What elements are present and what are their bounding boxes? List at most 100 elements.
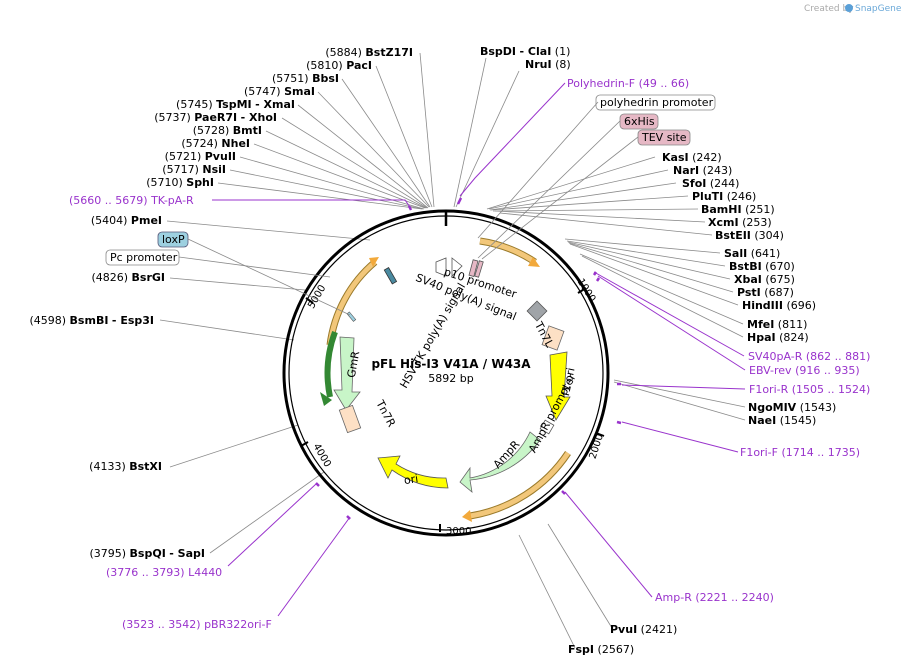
- gmr-block: [333, 336, 361, 411]
- enzyme-label: NarI (243): [673, 164, 732, 177]
- enzyme-label: (5884) BstZ17I: [325, 46, 413, 59]
- gmr-arrowhead-icon: [320, 392, 332, 406]
- primer-label: F1ori-F (1714 .. 1735): [740, 446, 860, 459]
- f1-ori-arrow: [545, 351, 571, 421]
- tn7r-mark: [338, 404, 362, 434]
- enzyme-label: NaeI (1545): [748, 414, 816, 427]
- credit-brand: SnapGene: [855, 4, 901, 14]
- enzyme-label: (4133) BstXI: [89, 460, 162, 473]
- plasmid-size: 5892 bp: [428, 372, 473, 385]
- primer-marks: [315, 197, 622, 520]
- primer-label: (3776 .. 3793) L4440: [106, 566, 222, 579]
- boxed-feature-pc: Pc promoter: [105, 249, 180, 266]
- his-tag-label: 6xHis: [624, 115, 655, 128]
- pc-promoter-label: Pc promoter: [110, 251, 178, 264]
- primer-label: Polyhedrin-F (49 .. 66): [567, 77, 689, 90]
- tick-label: 2000: [588, 433, 606, 461]
- polyhedrin-promoter-arc-fill: [479, 238, 537, 265]
- gmr-label: GmR: [345, 350, 363, 379]
- enzyme-label: (5737) PaeR7I - XhoI: [154, 111, 277, 124]
- enzyme-label: NgoMIV (1543): [748, 401, 836, 414]
- primer-labels: Polyhedrin-F (49 .. 66) (5660 .. 5679) T…: [69, 77, 870, 631]
- tev-site-label: TEV site: [641, 131, 687, 144]
- ampr-outer-arc: [469, 451, 571, 520]
- enzyme-label: SalI (641): [724, 247, 780, 260]
- p10-promoter-arrow-icon: [435, 257, 447, 277]
- primer-label: (5660 .. 5679) TK-pA-R: [69, 194, 194, 207]
- credit-prefix: Created by: [804, 4, 854, 14]
- hsv-tk-mark: [383, 267, 398, 285]
- position-ticks: [300, 287, 605, 532]
- polyhedrin-promoter-label: polyhedrin promoter: [600, 96, 714, 109]
- enzyme-label: (5747) SmaI: [244, 85, 315, 98]
- enzyme-label: PluTI (246): [692, 190, 756, 203]
- enzyme-label: HpaI (824): [747, 331, 809, 344]
- enzyme-label: (5810) PacI: [306, 59, 372, 72]
- primer-label: Amp-R (2221 .. 2240): [655, 591, 774, 604]
- enzyme-label: (4598) BsmBI - Esp3I: [29, 314, 154, 327]
- enzyme-label: PstI (687): [737, 286, 794, 299]
- snapgene-logo-icon: [845, 4, 853, 12]
- primer-leader-lines: [212, 82, 746, 617]
- loxp-label: loxP: [162, 233, 185, 246]
- enzyme-label: BamHI (251): [701, 203, 775, 216]
- f1-ori-label: f1 ori: [559, 367, 578, 398]
- enzyme-label: PvuI (2421): [610, 623, 677, 636]
- ampr-outer-arrowhead-icon: [462, 510, 472, 522]
- enzyme-label: (5724) NheI: [181, 137, 250, 150]
- enzyme-label: (4826) BsrGI: [91, 271, 165, 284]
- enzyme-label: FspI (2567): [568, 643, 634, 656]
- enzyme-label: XbaI (675): [734, 273, 795, 286]
- primer-label: SV40pA-R (862 .. 881): [748, 350, 870, 363]
- tick-label: 1000: [575, 277, 598, 304]
- enzyme-label: (5404) PmeI: [91, 214, 162, 227]
- enzyme-label: NruI (8): [525, 58, 571, 71]
- enzyme-label: SfoI (244): [682, 177, 739, 190]
- leader-lines: [159, 52, 746, 649]
- enzyme-label: (5717) NsiI: [162, 163, 226, 176]
- enzyme-label: XcmI (253): [708, 216, 772, 229]
- enzyme-labels-right: KasI (242) NarI (243) SfoI (244) PluTI (…: [568, 151, 836, 656]
- enzyme-label: (3795) BspQI - SapI: [89, 547, 205, 560]
- ori-label: ori: [403, 472, 419, 487]
- enzyme-label: BstBI (670): [729, 260, 795, 273]
- gmr-arc: [324, 330, 338, 398]
- primer-label: F1ori-R (1505 .. 1524): [749, 383, 870, 396]
- enzyme-label: (5721) PvuII: [165, 150, 236, 163]
- pc-promoter-arc: [326, 259, 378, 346]
- primer-label: EBV-rev (916 .. 935): [749, 364, 860, 377]
- enzyme-label: BspDI - ClaI (1): [480, 45, 570, 58]
- sv40-arrow-icon: [451, 257, 463, 277]
- ampr-arrow: [459, 431, 541, 493]
- loxp-mark: [346, 311, 357, 322]
- enzyme-label: (5745) TspMI - XmaI: [176, 98, 295, 111]
- boxed-feature-loxp: loxP: [157, 231, 189, 248]
- primer-label: (3523 .. 3542) pBR322ori-F: [122, 618, 272, 631]
- ori-arrow: [377, 455, 449, 489]
- enzyme-labels-top: BspDI - ClaI (1) NruI (8): [480, 45, 571, 71]
- tn7r-label: Tn7R: [373, 397, 398, 429]
- boxed-feature-6xhis: 6xHis: [619, 113, 659, 130]
- ampr-promoter-mark: [539, 419, 555, 435]
- polyhedrin-arrowhead-icon: [528, 257, 540, 267]
- enzyme-label: HindIII (696): [742, 299, 816, 312]
- boxed-feature-polyhedrin: polyhedrin promoter: [595, 94, 716, 111]
- enzyme-label: KasI (242): [662, 151, 722, 164]
- tev-site-mark: [474, 260, 484, 278]
- plasmid-name: pFL His-I3 V41A / W43A: [371, 357, 531, 371]
- ampr-outer-arc-fill: [469, 451, 571, 519]
- pc-promoter-arc-fill: [327, 260, 377, 346]
- tn7l-gray-mark: [526, 300, 548, 322]
- enzyme-label: MfeI (811): [747, 318, 807, 331]
- tn7l-mark: [541, 325, 565, 351]
- tick-label: 3000: [446, 526, 471, 537]
- enzyme-label: (5751) BbsI: [272, 72, 339, 85]
- enzyme-label: BstEII (304): [715, 229, 784, 242]
- his-tag-mark: [468, 259, 479, 277]
- pc-arrowhead-icon: [369, 257, 379, 267]
- boxed-feature-tev: TEV site: [637, 129, 691, 146]
- enzyme-label: (5710) SphI: [146, 176, 214, 189]
- enzyme-labels-left: (5884) BstZ17I (5810) PacI (5751) BbsI (…: [29, 46, 413, 560]
- enzyme-label: (5728) BmtI: [193, 124, 262, 137]
